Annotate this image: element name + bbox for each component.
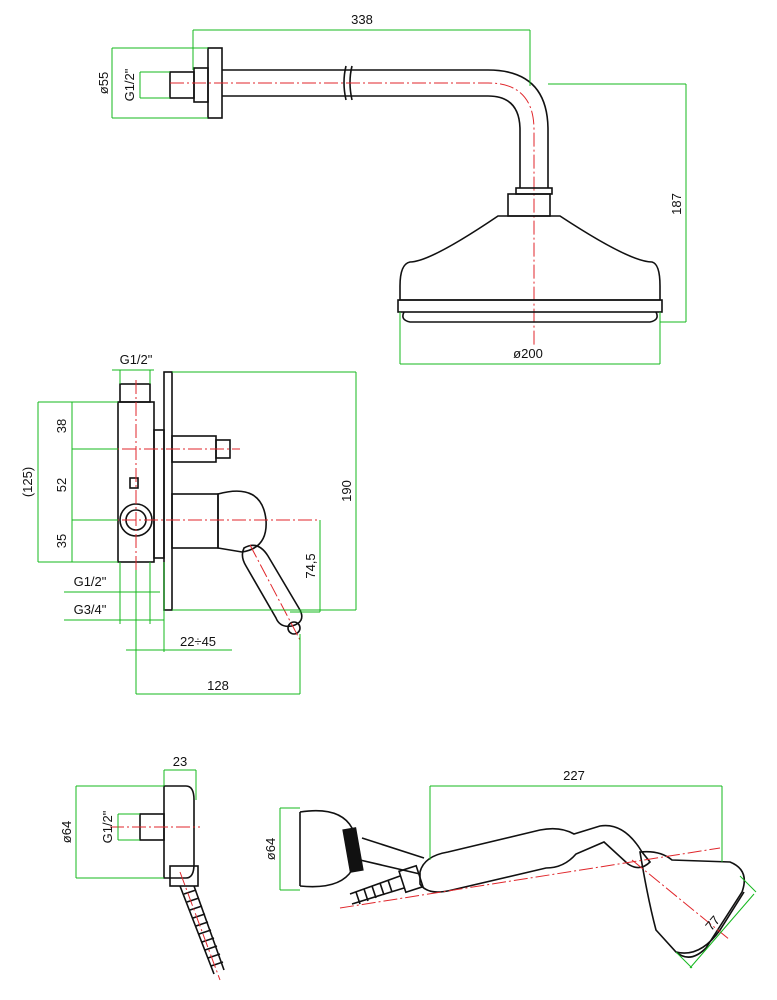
- hand-shower-head: [639, 850, 746, 958]
- holder-collar: [342, 827, 364, 873]
- hand-shower-view: 227 ø64 77: [263, 768, 757, 969]
- shower-head-face: [402, 311, 658, 323]
- hand-hose-coils: [355, 879, 393, 905]
- label-elbow-thread: G1/2": [100, 810, 115, 843]
- handle-lever: [241, 544, 303, 628]
- hose-nut: [169, 865, 199, 887]
- label-overall-height: (125): [20, 467, 35, 497]
- ext-77-bottom: [675, 951, 693, 969]
- shower-head-rim: [397, 299, 663, 313]
- head-axis: [631, 859, 731, 941]
- label-elbow-depth: 23: [173, 754, 187, 769]
- label-dim-35: 35: [54, 534, 69, 548]
- shower-arm-view: 338 ø55 G1/2" 187 ø200: [96, 12, 687, 365]
- dim-line-77: [689, 893, 755, 969]
- label-body-thread: G3/4": [74, 602, 107, 617]
- hand-shower-handle: [419, 824, 652, 893]
- label-arm-height: 187: [669, 193, 684, 215]
- label-outlet-thread: G1/2": [74, 574, 107, 589]
- holder-cup: [299, 809, 353, 888]
- wall-elbow-view: 23 ø64 G1/2": [59, 754, 225, 981]
- mixer-valve-view: G1/2" (125) 38 52 35 190 74,5 G1/2" G3/4…: [20, 352, 357, 695]
- body-marker: [129, 477, 139, 489]
- label-depth: 128: [207, 678, 229, 693]
- label-arm-thread: G1/2": [122, 68, 137, 101]
- label-head-diameter: ø200: [513, 346, 543, 361]
- handle-hub: [217, 490, 267, 553]
- top-inlet: [119, 383, 151, 403]
- wall-plate: [163, 371, 173, 611]
- label-hand-shower-length: 227: [563, 768, 585, 783]
- ext-77-top: [739, 875, 757, 893]
- label-inlet-thread: G1/2": [120, 352, 153, 367]
- stub-nut: [193, 67, 209, 103]
- arm-centerline: [170, 82, 535, 345]
- handle-axis: [339, 847, 721, 909]
- elbow-flange: [163, 785, 195, 879]
- thread-stub: [169, 71, 195, 99]
- hose-coils: [183, 889, 224, 967]
- label-holder-diameter: ø64: [263, 838, 278, 860]
- holder-arm: [359, 837, 425, 875]
- label-dim-38: 38: [54, 419, 69, 433]
- label-handle-height: 74,5: [303, 553, 318, 578]
- label-flange-diameter: ø55: [96, 72, 111, 94]
- break-mark-left: [343, 65, 347, 101]
- label-arm-length: 338: [351, 12, 373, 27]
- lever-centerline: [249, 544, 301, 641]
- label-elbow-diameter: ø64: [59, 821, 74, 843]
- handle-tip: [287, 621, 301, 635]
- label-plate-height: 190: [339, 480, 354, 502]
- arm-outer-edge: [222, 69, 549, 188]
- handle-base: [171, 493, 219, 549]
- shower-head-body: [399, 215, 661, 301]
- hand-hose: [349, 875, 405, 905]
- hand-shower-face: [675, 891, 745, 954]
- hose-centerline: [179, 871, 221, 981]
- hose-body: [179, 885, 225, 975]
- head-connector: [507, 193, 551, 217]
- label-adjust-range: 22÷45: [180, 634, 216, 649]
- arm-inner-edge: [222, 95, 521, 188]
- label-dim-52: 52: [54, 478, 69, 492]
